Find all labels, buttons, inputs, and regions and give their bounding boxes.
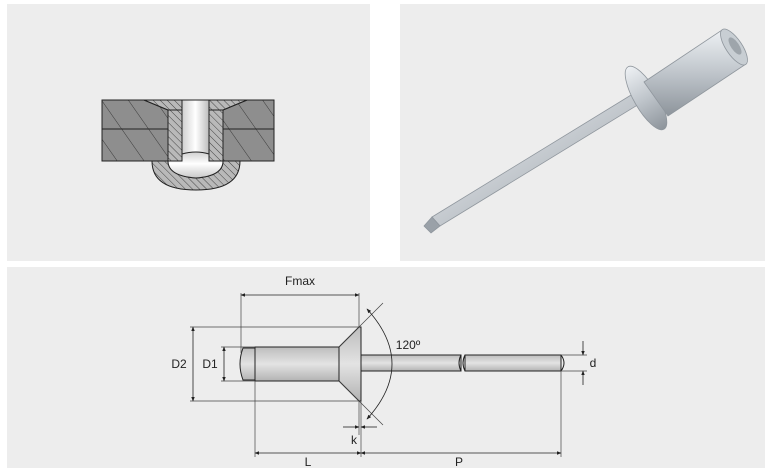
plate-bottom <box>101 128 275 162</box>
label-d: d <box>590 356 597 370</box>
dimension-drawing: Fmax D2 D1 120º k <box>171 274 597 468</box>
product-photo-panel <box>400 4 765 261</box>
dimension-fmax <box>240 293 360 353</box>
mandrel <box>360 354 565 372</box>
label-k: k <box>351 433 358 447</box>
label-d2: D2 <box>171 357 187 371</box>
rivet-photo-illustration <box>423 28 748 234</box>
label-fmax: Fmax <box>285 274 315 288</box>
label-l: L <box>305 455 312 468</box>
section-view-drawing <box>101 99 275 191</box>
dimension-d <box>561 341 587 385</box>
label-p: P <box>455 455 463 468</box>
label-angle: 120º <box>396 338 421 352</box>
dimension-d2 <box>190 326 359 402</box>
rivet-body <box>643 28 748 117</box>
rivet-sleeve <box>239 346 340 382</box>
section-view-panel <box>7 4 370 261</box>
dimension-k <box>343 401 377 435</box>
label-d1: D1 <box>202 357 218 371</box>
dimension-d1 <box>221 346 255 382</box>
mandrel <box>423 80 663 234</box>
dimension-drawing-panel: Fmax D2 D1 120º k <box>7 267 765 468</box>
dimension-l <box>254 381 362 457</box>
dimension-p <box>360 371 562 457</box>
countersunk-head <box>338 326 362 402</box>
blind-head <box>151 151 241 191</box>
